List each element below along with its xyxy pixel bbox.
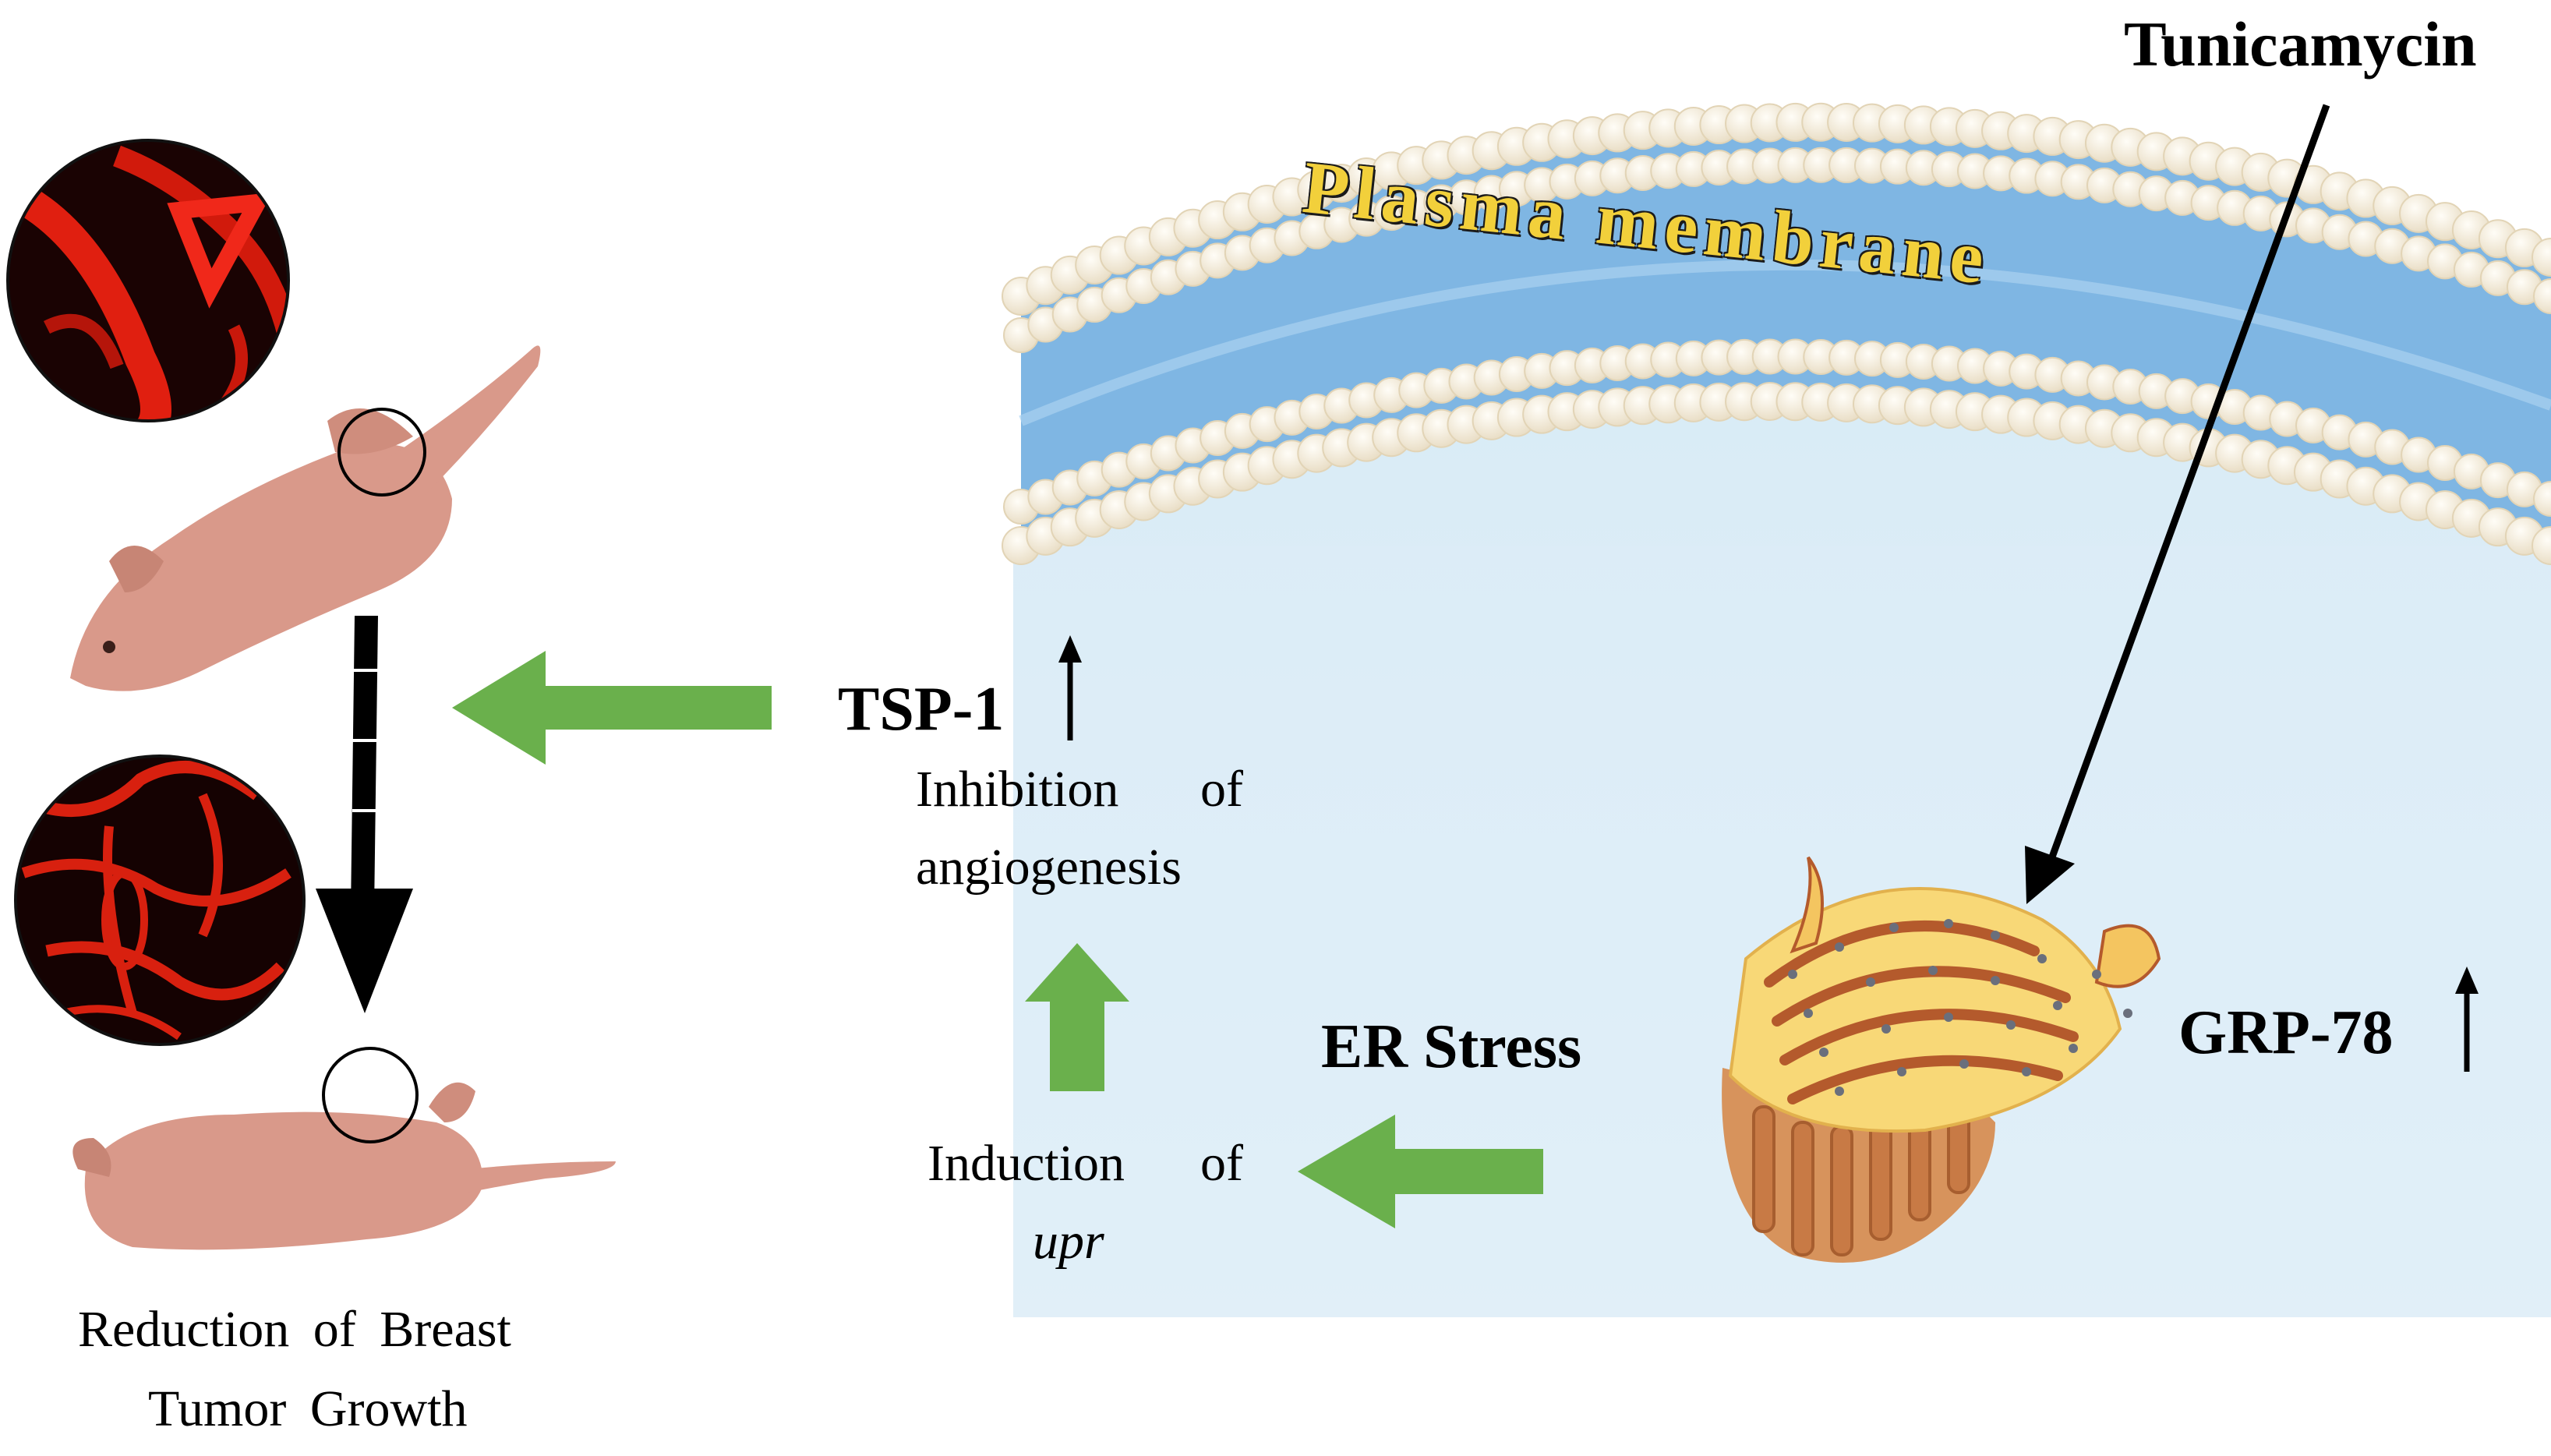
of-word: of — [1200, 1135, 1243, 1192]
reduction-label-line2: Tumor Growth — [148, 1380, 467, 1439]
ribosome-dot — [1991, 976, 2000, 985]
tumor-word: Tumor — [148, 1380, 287, 1437]
inhibition-label-line1: Inhibition of — [916, 760, 1243, 819]
ribosome-dot — [1819, 1048, 1828, 1057]
er-stress-label: ER Stress — [1321, 1012, 1582, 1081]
ribosome-dot — [1928, 966, 1938, 975]
tunicamycin-arrow — [2038, 104, 2330, 886]
ribosome-dot — [1991, 931, 2000, 940]
induction-label-line1: Induction of — [927, 1134, 1243, 1193]
ribosome-dot — [1944, 1012, 1953, 1022]
ribosome-dot — [1889, 923, 1899, 932]
ribosome-dot — [2123, 1009, 2132, 1018]
nude-mouse-image — [72, 1047, 616, 1250]
lipid-head — [2532, 526, 2551, 565]
lipid-head — [2533, 278, 2551, 314]
ribosome-dot — [2022, 1067, 2031, 1076]
tsp1-label: TSP-1 — [838, 675, 1005, 744]
endoplasmic-reticulum-image — [1722, 856, 2161, 1263]
ribosome-dot — [1897, 1067, 1906, 1076]
green-arrow-up — [1025, 943, 1129, 1091]
ribosome-dot — [1835, 1087, 1844, 1096]
lipid-head — [2532, 238, 2551, 277]
nude-mouse-image — [70, 345, 541, 691]
ribosome-dot — [1881, 1024, 1891, 1034]
reduction-label-line1: Reduction of Breast — [78, 1300, 511, 1359]
up-arrow-icon — [1058, 635, 1082, 740]
fluorescent-tissue-image — [6, 139, 290, 422]
of-breast-words: of Breast — [313, 1301, 511, 1358]
plasma-membrane — [1002, 102, 2551, 565]
ribosome-dot — [1866, 977, 1875, 987]
ribosome-dot — [1788, 970, 1797, 979]
reduction-word: Reduction — [78, 1301, 290, 1358]
lipid-head — [2533, 481, 2551, 517]
induction-word: Induction — [927, 1135, 1125, 1192]
green-arrow-to-upr — [1298, 1115, 1543, 1228]
ribosome-dot — [2037, 954, 2047, 963]
ribosome-dot — [2069, 1044, 2078, 1053]
green-arrow-to-mice — [452, 651, 772, 765]
ribosome-dot — [2092, 970, 2101, 979]
membrane-tail-band — [1021, 122, 2551, 546]
upr-label: upr — [1033, 1213, 1104, 1270]
tunicamycin-arrowhead — [2025, 846, 2075, 904]
fluorescent-tissue-image — [14, 755, 306, 1046]
tunicamycin-label: Tunicamycin — [2124, 9, 2477, 80]
inhibition-word: Inhibition — [916, 761, 1119, 818]
up-arrow-icon — [2455, 967, 2479, 1072]
down-arrow — [316, 616, 413, 1013]
ribosome-dot — [2053, 1001, 2062, 1010]
ribosome-dot — [2006, 1020, 2016, 1030]
ribosome-dot — [1835, 942, 1844, 952]
inhibition-label-line2: angiogenesis — [916, 839, 1182, 896]
grp78-label: GRP-78 — [2178, 998, 2394, 1067]
ribosome-dot — [1944, 919, 1953, 928]
ribosome-dot — [1804, 1009, 1813, 1018]
growth-word: Growth — [309, 1380, 468, 1437]
outer-lipid-heads — [1002, 102, 2551, 353]
inner-lipid-heads — [1002, 338, 2551, 565]
of-word: of — [1200, 761, 1243, 818]
ribosome-dot — [1959, 1059, 1969, 1069]
